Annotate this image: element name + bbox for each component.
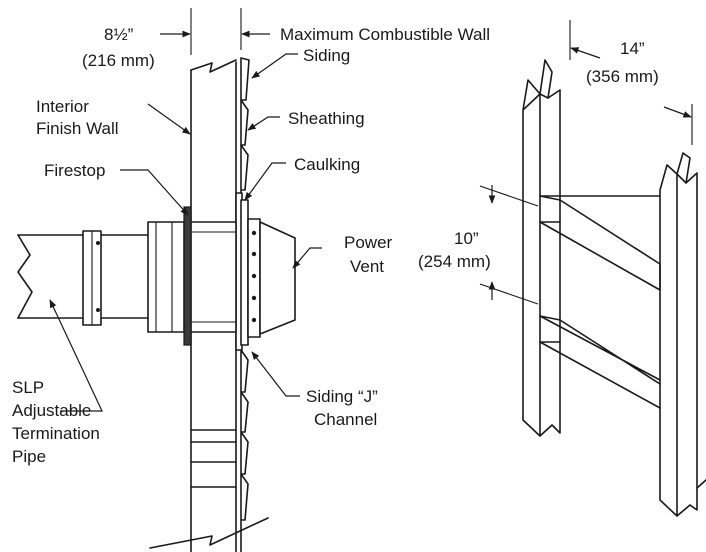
j-channel-label-1: Siding “J” [306, 387, 378, 406]
wall-section [17, 8, 322, 552]
interior-label-2: Finish Wall [36, 119, 119, 138]
wall-thimble [190, 221, 237, 333]
clearance-inch-label: 8½” [104, 25, 134, 44]
clearance-mm-label: (216 mm) [82, 51, 155, 70]
left-stud [522, 59, 561, 437]
max-wall-label: Maximum Combustible Wall [280, 25, 490, 44]
power-vent-label-1: Power [344, 233, 393, 252]
slp-label-4: Pipe [12, 447, 46, 466]
slp-label-2: Adjustable [12, 401, 91, 420]
firestop-label: Firestop [44, 161, 105, 180]
width-inch-label: 14” [620, 39, 645, 58]
gap-mm-label: (254 mm) [418, 252, 491, 271]
j-channel-label-2: Channel [314, 410, 377, 429]
wall-labels: 8½” (216 mm) Maximum Combustible Wall Si… [12, 25, 490, 466]
width-mm-label: (356 mm) [586, 67, 659, 86]
firestop-plate [183, 206, 192, 346]
power-vent-label-2: Vent [350, 257, 384, 276]
slp-label-3: Termination [12, 424, 100, 443]
right-stud [659, 152, 698, 517]
termination-pipe [17, 230, 149, 326]
caulking-label: Caulking [294, 155, 360, 174]
slp-label-1: SLP [12, 378, 44, 397]
gap-inch-label: 10” [454, 229, 479, 248]
power-vent [247, 218, 296, 338]
lower-block [539, 315, 661, 409]
upper-block [539, 195, 661, 291]
sheathing-label: Sheathing [288, 109, 365, 128]
framing-detail [479, 20, 706, 517]
siding-label: Siding [303, 46, 350, 65]
interior-label-1: Interior [36, 97, 89, 116]
framing-labels: 14” (356 mm) 10” (254 mm) [418, 39, 659, 271]
